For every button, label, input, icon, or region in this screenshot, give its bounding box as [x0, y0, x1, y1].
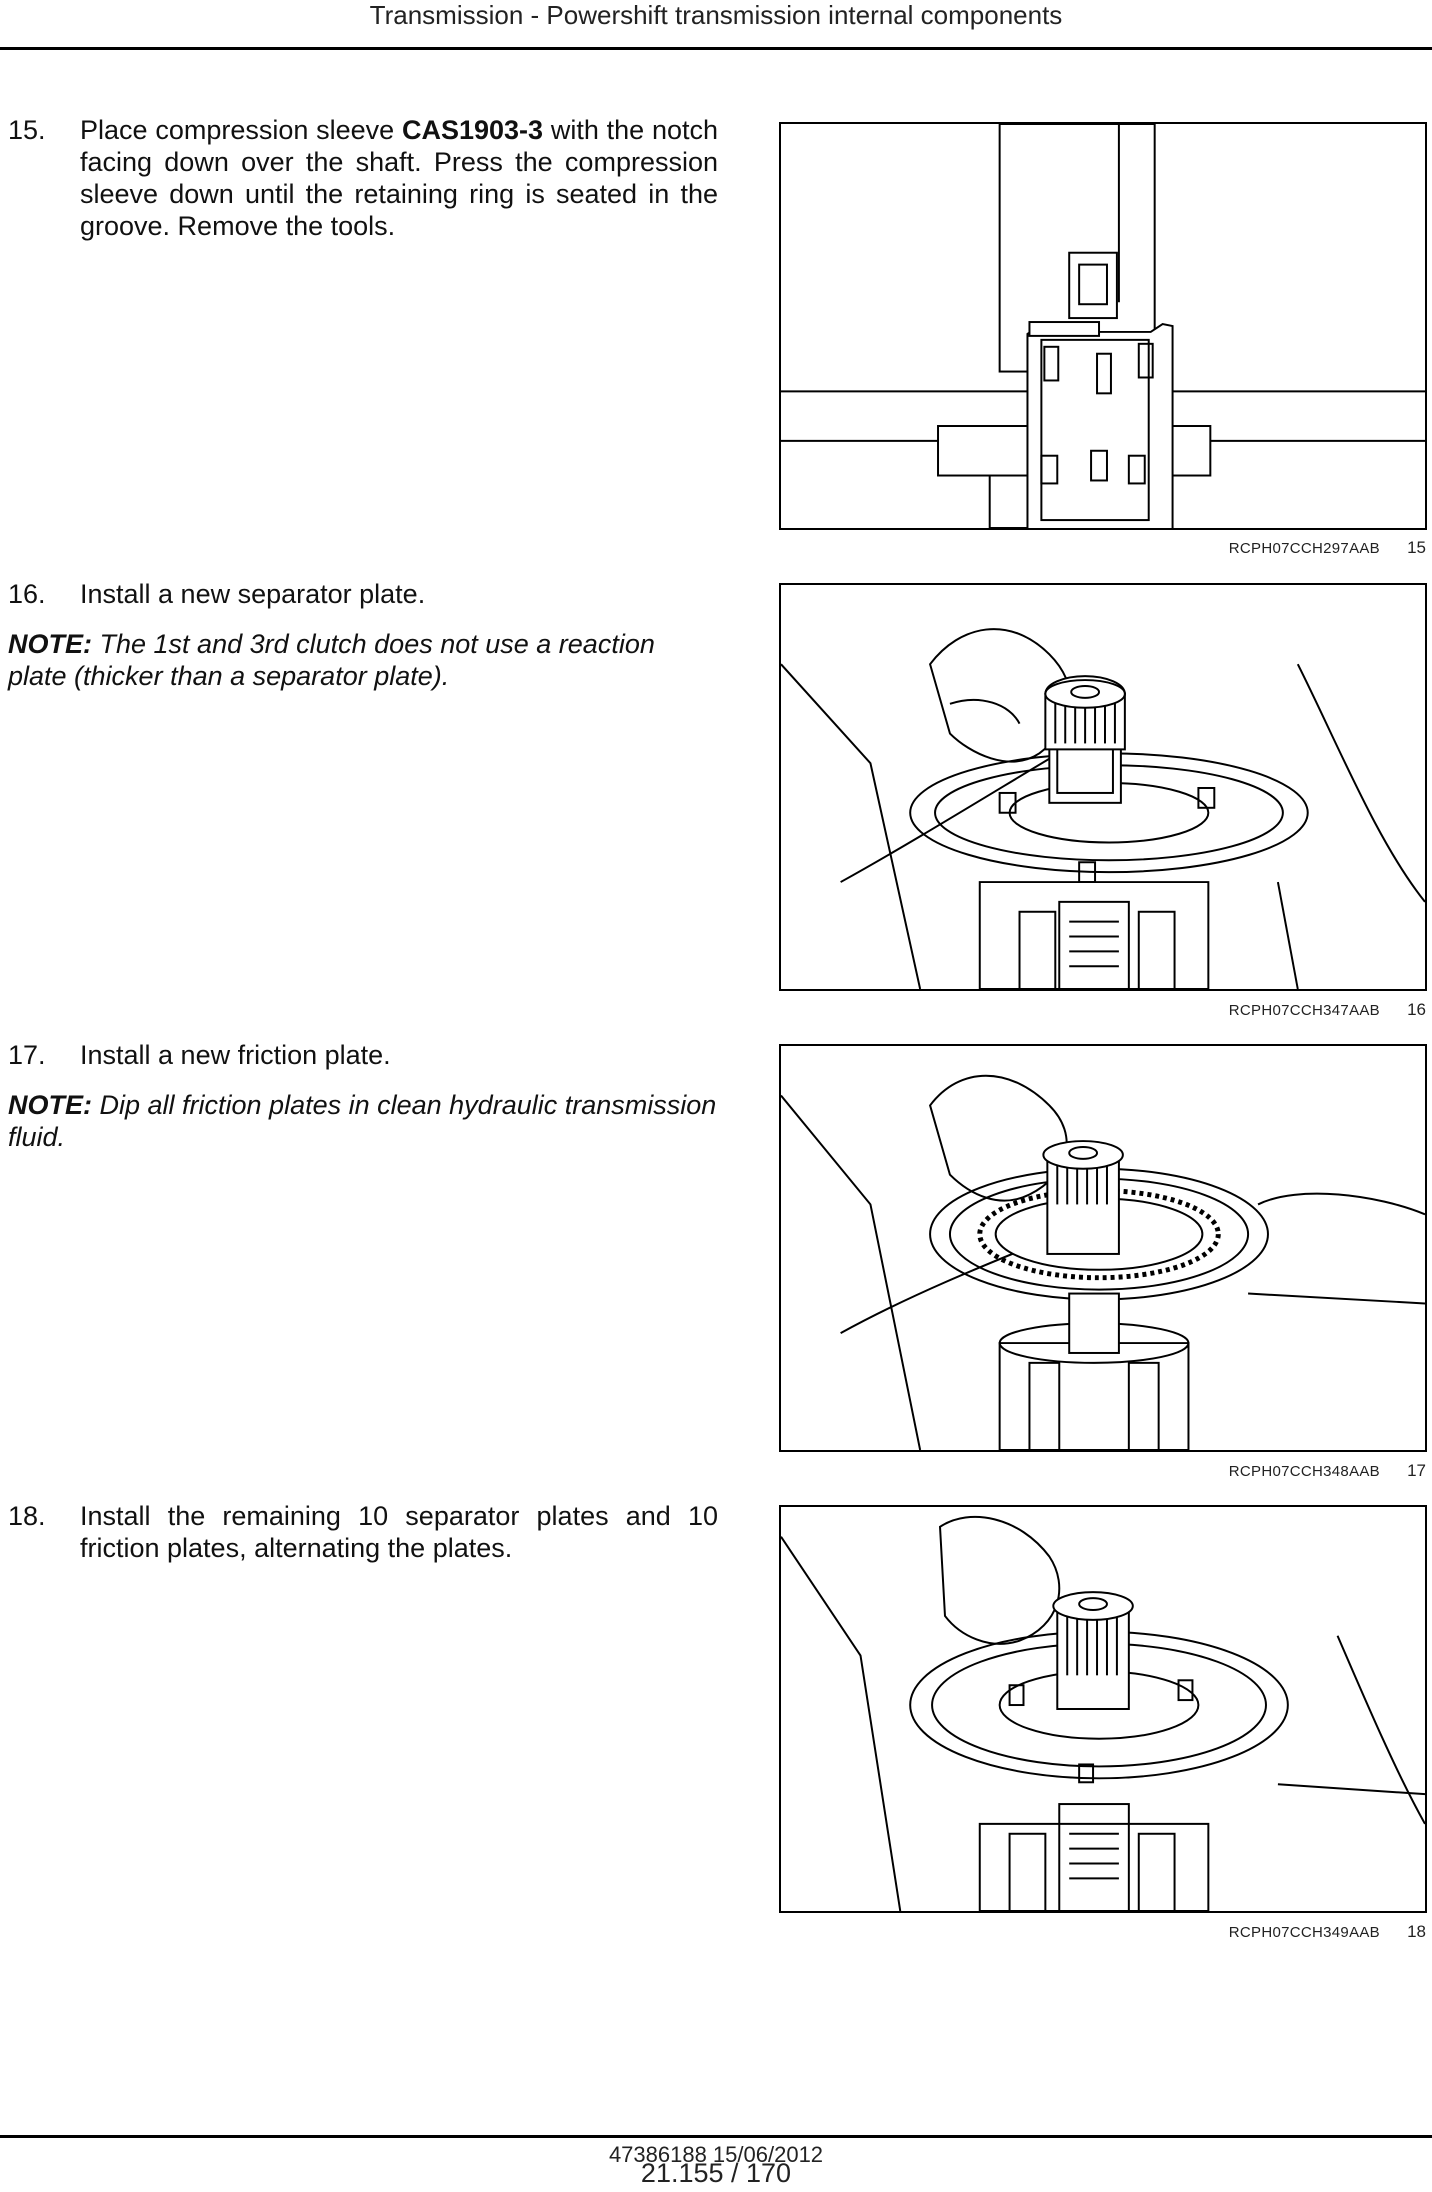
figure-number: 17	[1407, 1461, 1426, 1480]
figure-number: 15	[1407, 538, 1426, 557]
figure-code: RCPH07CCH349AAB	[1228, 1924, 1380, 1941]
step-number: 15.	[8, 115, 46, 145]
figure-number: 18	[1407, 1922, 1426, 1941]
figure-18-alternating-plates	[779, 1505, 1427, 1913]
header-rule	[0, 47, 1432, 50]
figure-number: 16	[1407, 1000, 1426, 1019]
step-text: Install the remaining 10 separator plate…	[80, 1501, 718, 1563]
figure-16-separator-plate	[779, 583, 1427, 991]
step-text: Place compression sleeve CAS1903-3 with …	[80, 115, 718, 241]
figure-code: RCPH07CCH348AAB	[1228, 1463, 1380, 1480]
figure-15-compression-sleeve	[779, 122, 1427, 530]
step-text: Install a new friction plate.	[80, 1040, 391, 1070]
step-number: 18.	[8, 1501, 46, 1531]
footer-document-id: 47386188 15/06/2012	[608, 2142, 824, 2167]
footer-rule	[0, 2135, 1432, 2138]
note-text: The 1st and 3rd clutch does not use a re…	[8, 629, 655, 691]
step-number: 17.	[8, 1040, 46, 1070]
figure-code: RCPH07CCH297AAB	[1228, 540, 1380, 557]
page-header-title: Transmission - Powershift transmission i…	[369, 0, 1063, 30]
figure-code: RCPH07CCH347AAB	[1228, 1002, 1380, 1019]
step-15: 15. Place compression sleeve CAS1903-3 w…	[8, 114, 718, 242]
figure-17-friction-plate	[779, 1044, 1427, 1452]
note-label: NOTE:	[8, 1090, 92, 1120]
note-text: Dip all friction plates in clean hydraul…	[8, 1090, 717, 1152]
step-number: 16.	[8, 579, 46, 609]
step-text: Install a new separator plate.	[80, 579, 426, 609]
note-17: NOTE: Dip all friction plates in clean h…	[8, 1089, 718, 1153]
step-18: 18. Install the remaining 10 separator p…	[8, 1500, 718, 1564]
step-16: 16. Install a new separator plate.	[8, 578, 718, 610]
footer-page-number: 21.155 / 170	[640, 2158, 792, 2188]
note-16: NOTE: The 1st and 3rd clutch does not us…	[8, 628, 718, 692]
step-17: 17. Install a new friction plate.	[8, 1039, 718, 1071]
tool-code: CAS1903-3	[401, 115, 544, 145]
note-label: NOTE:	[8, 629, 92, 659]
